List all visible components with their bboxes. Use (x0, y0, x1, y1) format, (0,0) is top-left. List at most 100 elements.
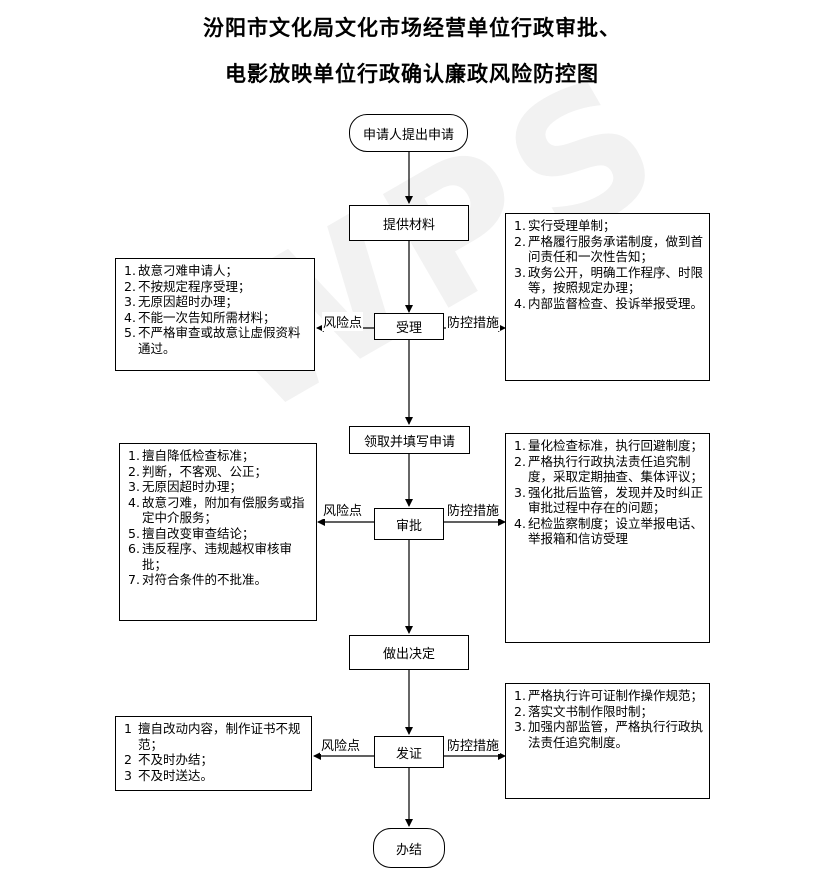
list-item-number: 1 (124, 721, 132, 736)
list-item: 2.判断，不客观、公正； (128, 464, 310, 480)
list-item-number: 2. (128, 463, 140, 479)
list-item-number: 3. (514, 484, 526, 500)
list-item-text: 判断，不客观、公正； (142, 463, 268, 479)
approve-controls-list: 1.量化检查标准，执行回避制度；2.严格执行行政执法责任追究制度，采取定期抽查、… (514, 438, 703, 547)
label-control-approve: 防控措施 (446, 500, 501, 519)
list-item: 1.故意刁难申请人； (124, 263, 308, 279)
list-item-number: 2. (514, 453, 526, 469)
node-start: 申请人提出申请 (349, 114, 468, 152)
list-item-text: 不及时办结； (138, 752, 214, 767)
list-item-number: 1. (124, 263, 136, 278)
node-issue: 发证 (374, 736, 444, 768)
node-approve: 审批 (374, 508, 444, 540)
list-item-number: 1. (128, 448, 140, 463)
approve-risks-list: 1.擅自降低检查标准；2.判断，不客观、公正；3.无原因超时办理；4.故意刁难，… (128, 448, 310, 588)
list-item-text: 违反程序、违规越权审核审批； (142, 541, 293, 572)
list-item-text: 实行受理单制； (528, 218, 616, 233)
list-item-number: 4. (124, 309, 136, 325)
list-item: 7.对符合条件的不批准。 (128, 572, 310, 588)
list-item: 2.严格执行行政执法责任追究制度，采取定期抽查、集体评议； (514, 454, 703, 485)
list-item-text: 严格执行行政执法责任追究制度，采取定期抽查、集体评议； (528, 453, 704, 485)
list-item-number: 4. (514, 295, 526, 311)
list-item: 3.强化批后监管，发现并及时纠正审批过程中存在的问题； (514, 485, 703, 516)
list-item-text: 严格执行许可证制作操作规范； (528, 688, 704, 703)
issue-controls-box: 1.严格执行许可证制作操作规范；2.落实文书制作限时制；3.加强内部监管，严格执… (505, 683, 710, 799)
list-item-number: 4. (128, 494, 140, 510)
list-item-text: 内部监督检查、投诉举报受理。 (528, 295, 704, 311)
list-item-text: 强化批后监管，发现并及时纠正审批过程中存在的问题； (528, 484, 704, 516)
list-item-text: 故意刁难申请人； (138, 263, 239, 278)
list-item-number: 3. (128, 479, 140, 494)
accept-risks-box: 1.故意刁难申请人；2.不按规定程序受理；3.无原因超时办理；4.不能一次告知所… (115, 258, 315, 371)
accept-risks-list: 1.故意刁难申请人；2.不按规定程序受理；3.无原因超时办理；4.不能一次告知所… (124, 263, 308, 356)
list-item-text: 纪检监察制度；设立举报电话、举报箱和信访受理 (528, 515, 704, 547)
list-item: 2.不按规定程序受理； (124, 279, 308, 295)
list-item-text: 加强内部监管，严格执行行政执法责任追究制度。 (528, 719, 704, 750)
approve-risks-box: 1.擅自降低检查标准；2.判断，不客观、公正；3.无原因超时办理；4.故意刁难，… (119, 443, 317, 621)
list-item: 2.落实文书制作限时制； (514, 704, 703, 720)
list-item: 1 擅自改动内容，制作证书不规范； (124, 721, 305, 752)
list-item-text: 擅自改动内容，制作证书不规范； (138, 721, 301, 752)
list-item: 1.擅自降低检查标准； (128, 448, 310, 464)
list-item-text: 不能一次告知所需材料； (138, 309, 276, 325)
list-item-number: 2. (124, 278, 136, 294)
list-item: 1.量化检查标准，执行回避制度； (514, 438, 703, 454)
list-item-text: 不按规定程序受理； (138, 278, 251, 294)
list-item-text: 政务公开，明确工作程序、时限等，按照规定办理； (528, 264, 704, 296)
list-item-number: 3 (124, 767, 132, 783)
list-item: 3.政务公开，明确工作程序、时限等，按照规定办理； (514, 265, 703, 296)
node-decide: 做出决定 (349, 635, 469, 670)
list-item-number: 5. (124, 325, 136, 340)
label-risk-issue: 风险点 (320, 735, 362, 754)
list-item: 3.无原因超时办理； (124, 294, 308, 310)
node-accept: 受理 (374, 313, 444, 340)
list-item-number: 1. (514, 688, 526, 703)
label-risk-approve: 风险点 (322, 500, 364, 519)
node-fill-application: 领取并填写申请 (349, 426, 470, 454)
list-item: 3.加强内部监管，严格执行行政执法责任追究制度。 (514, 719, 703, 750)
label-control-accept: 防控措施 (446, 312, 501, 331)
list-item: 4.内部监督检查、投诉举报受理。 (514, 296, 703, 312)
node-provide-materials: 提供材料 (349, 205, 469, 241)
list-item-text: 擅自改变审查结论； (142, 525, 255, 541)
list-item-text: 不严格审查或故意让虚假资料通过。 (138, 325, 301, 356)
node-end: 办结 (373, 828, 445, 868)
list-item: 4.纪检监察制度；设立举报电话、举报箱和信访受理 (514, 516, 703, 547)
accept-controls-list: 1.实行受理单制；2.严格履行服务承诺制度，做到首问责任和一次性告知；3.政务公… (514, 218, 703, 311)
list-item-text: 不及时送达。 (138, 767, 214, 783)
approve-controls-box: 1.量化检查标准，执行回避制度；2.严格执行行政执法责任追究制度，采取定期抽查、… (505, 433, 710, 643)
list-item: 5.不严格审查或故意让虚假资料通过。 (124, 325, 308, 356)
list-item-number: 6. (128, 541, 140, 556)
list-item-text: 量化检查标准，执行回避制度； (528, 438, 704, 453)
list-item-number: 3. (514, 719, 526, 734)
list-item: 6.违反程序、违规越权审核审批； (128, 541, 310, 572)
page-title-line-2: 电影放映单位行政确认廉政风险防控图 (225, 61, 599, 86)
list-item: 3.无原因超时办理； (128, 479, 310, 495)
list-item-number: 5. (128, 525, 140, 541)
list-item: 1.严格执行许可证制作操作规范； (514, 688, 703, 704)
label-control-issue: 防控措施 (446, 735, 501, 754)
list-item: 4.故意刁难，附加有偿服务或指定中介服务； (128, 495, 310, 526)
list-item-number: 7. (128, 572, 140, 587)
page-title-line-1: 汾阳市文化局文化市场经营单位行政审批、 (203, 15, 621, 40)
list-item-text: 严格履行服务承诺制度，做到首问责任和一次性告知； (528, 233, 704, 265)
list-item-text: 擅自降低检查标准； (142, 448, 255, 463)
list-item: 3 不及时送达。 (124, 768, 305, 784)
list-item-number: 2. (514, 703, 526, 719)
list-item-number: 2. (514, 233, 526, 249)
list-item-text: 无原因超时办理； (142, 479, 243, 494)
list-item-text: 落实文书制作限时制； (528, 703, 654, 719)
list-item-text: 对符合条件的不批准。 (142, 572, 268, 587)
list-item: 1.实行受理单制； (514, 218, 703, 234)
list-item-number: 1. (514, 438, 526, 453)
list-item-number: 4. (514, 515, 526, 531)
list-item: 5.擅自改变审查结论； (128, 526, 310, 542)
accept-controls-box: 1.实行受理单制；2.严格履行服务承诺制度，做到首问责任和一次性告知；3.政务公… (505, 213, 710, 381)
list-item-number: 1. (514, 218, 526, 233)
list-item: 2.严格履行服务承诺制度，做到首问责任和一次性告知； (514, 234, 703, 265)
list-item-text: 故意刁难，附加有偿服务或指定中介服务； (142, 494, 305, 526)
list-item-number: 3. (124, 294, 136, 309)
